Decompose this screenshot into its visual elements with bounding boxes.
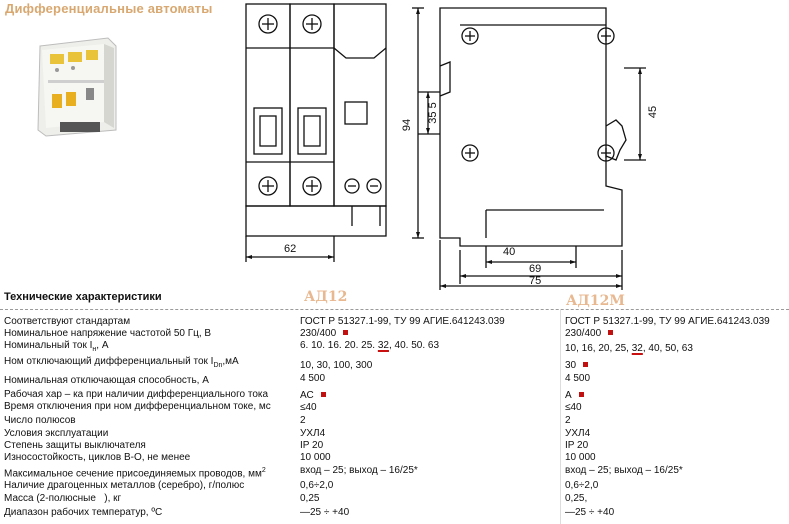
dim-side-height: 94	[401, 119, 413, 131]
dim-side-right: 45	[647, 106, 659, 118]
spec-label: Максимальное сечение присоединяемых пров…	[4, 467, 266, 480]
spec-label: Рабочая хар – ка при наличии дифференциа…	[4, 389, 269, 400]
model-label-ad12m: АД12М	[566, 293, 625, 309]
spec-label: Износостойкость, циклов В-О, не менее	[4, 452, 191, 463]
spec-label: Соответствуют стандартам	[4, 316, 131, 327]
spec-value-ad12: 6. 10. 16. 20. 25. 32, 40. 50. 63	[300, 340, 440, 351]
technical-drawings: 62	[37, 3, 659, 290]
spec-label: Степень защиты выключателя	[4, 440, 146, 451]
spec-value-ad12m: 0,25,	[565, 493, 588, 504]
front-view-drawing	[245, 3, 387, 262]
spec-value-ad12m: 4 500	[565, 373, 591, 384]
specs-divider-line	[0, 309, 789, 310]
spec-value-ad12m: 30	[565, 360, 589, 372]
spec-value-ad12: УХЛ4	[300, 428, 326, 439]
dim-depth-40: 40	[503, 246, 515, 258]
spec-value-ad12m: 10, 16, 20, 25, 32, 40, 50, 63	[565, 343, 693, 354]
marker-icon	[320, 392, 326, 397]
spec-value-ad12m: 0,6÷2,0	[565, 480, 599, 491]
product-photo	[37, 37, 117, 137]
spec-value-ad12: 230/400	[300, 328, 349, 340]
spec-value-ad12: 0,6÷2,0	[300, 480, 334, 491]
marker-icon	[578, 392, 584, 397]
spec-label: Условия эксплуатации	[4, 428, 109, 439]
spec-label: Наличие драгоценных металлов (серебро), …	[4, 480, 245, 491]
spec-value-ad12: —25 ÷ +40	[300, 507, 350, 518]
dim-side-mid: 35 5	[427, 102, 439, 123]
marker-icon	[608, 330, 614, 335]
spec-value-ad12m: —25 ÷ +40	[565, 507, 615, 518]
dim-depth-75: 75	[529, 275, 541, 287]
spec-value-ad12: IP 20	[300, 440, 324, 451]
spec-value-ad12: вход – 25; выход – 16/25*	[300, 465, 418, 476]
spec-value-ad12: 2	[300, 415, 306, 426]
spec-value-ad12m: IP 20	[565, 440, 589, 451]
spec-value-ad12: 10, 30, 100, 300	[300, 360, 373, 371]
page-title: Дифференциальные автоматы	[5, 1, 213, 16]
spec-label: Номинальное напряжение частотой 50 Гц, В	[4, 328, 212, 339]
dim-depth-69: 69	[529, 263, 541, 275]
spec-label: Номинальный ток Iн, А	[4, 340, 109, 353]
spec-label: Номинальная отключающая способность, А	[4, 375, 209, 386]
spec-label: Ном отключающий дифференциальный ток IDn…	[4, 356, 239, 369]
spec-value-ad12m: УХЛ4	[565, 428, 591, 439]
specs-column-divider	[560, 309, 561, 524]
dim-front-width: 62	[284, 243, 296, 255]
spec-value-ad12m: ≤40	[565, 402, 582, 413]
spec-value-ad12: 10 000	[300, 452, 331, 463]
spec-value-ad12: 0,25	[300, 493, 320, 504]
spec-label: Масса (2-полюсные ), кг	[4, 493, 122, 504]
marker-icon	[343, 330, 349, 335]
spec-value-ad12m: 10 000	[565, 452, 596, 463]
spec-label: Время отключения при ном дифференциально…	[4, 401, 271, 412]
spec-value-ad12m: 230/400	[565, 328, 614, 340]
spec-value-ad12: 4 500	[300, 373, 326, 384]
spec-value-ad12m: ГОСТ Р 51327.1-99, ТУ 99 АГИЕ.641243.039	[565, 316, 770, 327]
spec-value-ad12m: А	[565, 390, 584, 402]
spec-value-ad12: ГОСТ Р 51327.1-99, ТУ 99 АГИЕ.641243.039	[300, 316, 505, 327]
spec-label: Число полюсов	[4, 415, 76, 426]
spec-value-ad12: ≤40	[300, 402, 317, 413]
spec-label: Диапазон рабочих температур, ºС	[4, 507, 163, 518]
specs-heading: Технические характеристики	[4, 291, 162, 303]
marker-icon	[583, 362, 589, 367]
spec-value-ad12m: 2	[565, 415, 571, 426]
spec-value-ad12m: вход – 25; выход – 16/25*	[565, 465, 683, 476]
model-label-ad12: АД12	[304, 289, 348, 305]
side-view-drawing	[412, 7, 646, 290]
spec-value-ad12: АС	[300, 390, 326, 402]
